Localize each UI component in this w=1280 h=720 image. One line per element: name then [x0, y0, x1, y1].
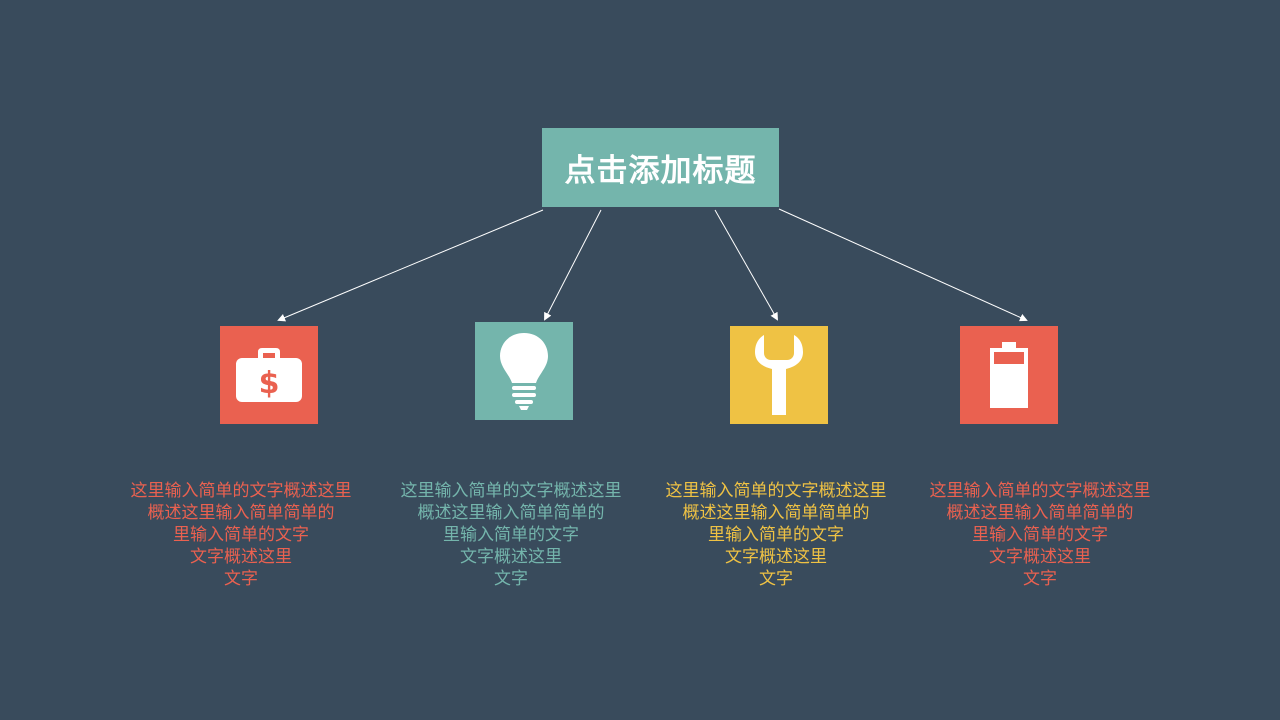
- description-line: 概述这里输入简单简单的: [417, 503, 605, 523]
- description-line: 这里输入简单的文字概述这里: [929, 481, 1151, 501]
- description-4: 这里输入简单的文字概述这里 概述这里输入简单简单的 里输入简单的文字 文字概述这…: [910, 480, 1170, 590]
- arrow-to-item-4: [778, 208, 1028, 322]
- description-line: 里输入简单的文字: [972, 525, 1108, 545]
- description-line: 文字概述这里: [989, 547, 1091, 567]
- page-title[interactable]: 点击添加标题: [564, 153, 757, 189]
- description-line: 文字概述这里: [725, 547, 827, 567]
- icon-box-3: [730, 326, 828, 424]
- title-box[interactable]: 点击添加标题: [542, 128, 779, 207]
- arrow-to-item-3: [714, 209, 778, 321]
- description-2: 这里输入简单的文字概述这里 概述这里输入简单简单的 里输入简单的文字 文字概述这…: [381, 480, 641, 590]
- battery-icon: [990, 342, 1028, 408]
- lightbulb-icon: [500, 333, 548, 410]
- description-line: 这里输入简单的文字概述这里: [400, 481, 622, 501]
- description-line: 概述这里输入简单简单的: [147, 503, 335, 523]
- description-line: 文字: [759, 569, 793, 589]
- description-line: 文字概述这里: [460, 547, 562, 567]
- description-line: 文字: [224, 569, 258, 589]
- icon-box-1: $: [220, 326, 318, 424]
- briefcase-dollar-icon: $: [236, 348, 302, 402]
- description-line: 概述这里输入简单简单的: [946, 503, 1134, 523]
- description-line: 这里输入简单的文字概述这里: [130, 481, 352, 501]
- description-line: 这里输入简单的文字概述这里: [665, 481, 887, 501]
- description-line: 文字: [494, 569, 528, 589]
- arrow-to-item-1: [277, 209, 544, 322]
- description-line: 里输入简单的文字: [173, 525, 309, 545]
- description-3: 这里输入简单的文字概述这里 概述这里输入简单简单的 里输入简单的文字 文字概述这…: [646, 480, 906, 590]
- description-line: 文字: [1023, 569, 1057, 589]
- description-line: 概述这里输入简单简单的: [682, 503, 870, 523]
- arrow-to-item-2: [544, 209, 602, 321]
- description-line: 里输入简单的文字: [708, 525, 844, 545]
- description-line: 文字概述这里: [190, 547, 292, 567]
- icon-box-4: [960, 326, 1058, 424]
- svg-text:$: $: [259, 366, 280, 401]
- description-line: 里输入简单的文字: [443, 525, 579, 545]
- wrench-icon: [755, 335, 803, 415]
- description-1: 这里输入简单的文字概述这里 概述这里输入简单简单的 里输入简单的文字 文字概述这…: [111, 480, 371, 590]
- icon-box-2: [475, 322, 573, 420]
